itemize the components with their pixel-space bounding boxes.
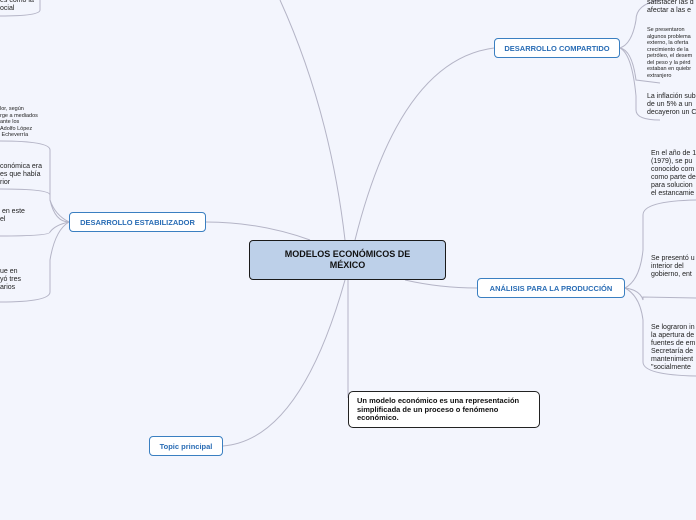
topic-analisis-produccion[interactable]: ANÁLISIS PARA LA PRODUCCIÓN bbox=[477, 278, 625, 298]
topic-desarrollo-compartido[interactable]: DESARROLLO COMPARTIDO bbox=[494, 38, 620, 58]
leaf-dc-1: satisfacer las d afectar a las e bbox=[647, 0, 694, 14]
leaf-left-2: conómica era es que había rior bbox=[0, 163, 43, 186]
definition-note[interactable]: Un modelo económico es una representació… bbox=[348, 391, 540, 428]
leaf-ap-3: Se lograron in la apertura de fuentes de… bbox=[651, 324, 696, 371]
topic-principal[interactable]: Topic principal bbox=[149, 436, 223, 456]
leaf-ap-2: Se presentó u interior del gobierno, ent bbox=[651, 255, 695, 278]
leaf-left-4: ue en yó tres arios bbox=[0, 268, 22, 291]
leaf-left-top: es como la ocial bbox=[0, 0, 34, 12]
leaf-ap-1: En el año de 1 (1979), se pu conocido co… bbox=[651, 150, 696, 197]
leaf-left-1: lor, según rge a mediados ante los Adolf… bbox=[0, 106, 38, 138]
topic-desarrollo-estabilizador[interactable]: DESARROLLO ESTABILIZADOR bbox=[69, 212, 206, 232]
central-topic[interactable]: MODELOS ECONÓMICOS DE MÉXICO bbox=[249, 240, 446, 280]
leaf-dc-3: La inflación sub de un 5% a un decayeron… bbox=[647, 93, 696, 116]
leaf-left-3: en este el bbox=[0, 208, 25, 223]
leaf-dc-2: Se presentaron algunos problema externo,… bbox=[647, 27, 693, 79]
